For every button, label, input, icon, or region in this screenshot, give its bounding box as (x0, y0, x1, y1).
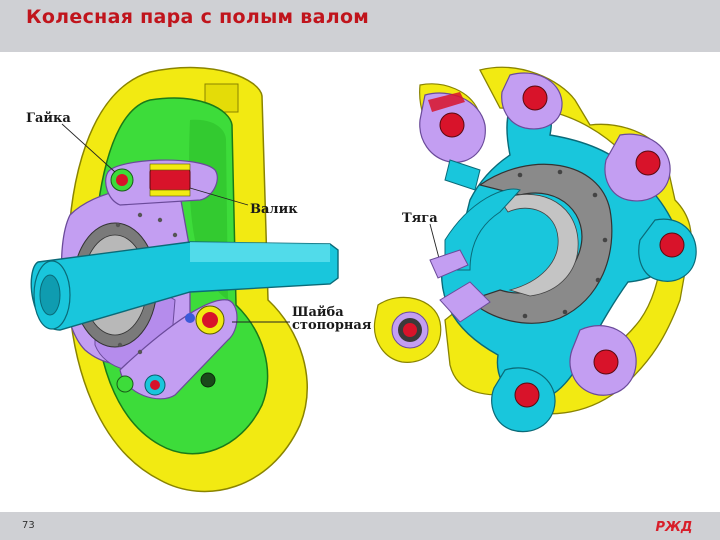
label-link: Тяга (402, 211, 438, 226)
lug-top (501, 72, 563, 130)
lug-right (638, 218, 697, 282)
leader-lines (61, 123, 441, 323)
label-pin: Валик (250, 202, 298, 217)
lug-bottom-right (569, 325, 637, 396)
lug-left (373, 296, 442, 363)
wheelset-illustration (30, 66, 697, 493)
rzd-logo-icon: РЖД (655, 520, 692, 535)
header-bar: Колесная пара с полым валом (0, 0, 720, 52)
illustration-area (0, 52, 720, 512)
slide-title: Колесная пара с полым валом (26, 6, 370, 28)
footer-bar: 73 РЖД (0, 512, 720, 540)
right-link-assembly (373, 66, 697, 433)
label-nut: Гайка (26, 111, 71, 126)
lug-right-upper (604, 133, 671, 202)
lug-top-left (419, 92, 486, 163)
label-washer-line1: Шайба (292, 305, 344, 320)
lug-bottom (491, 367, 556, 433)
left-wheel-assembly (30, 66, 339, 493)
rzd-logo-text: РЖД (655, 520, 692, 535)
label-washer-line2: стопорная (292, 318, 372, 333)
page-number: 73 (22, 520, 35, 531)
